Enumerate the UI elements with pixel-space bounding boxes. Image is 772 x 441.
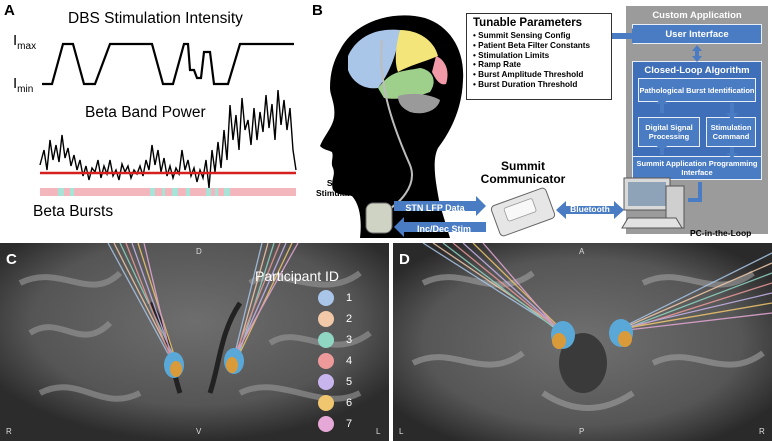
intensity-trace xyxy=(42,42,294,86)
legend-item: 7 xyxy=(318,413,352,434)
legend-item: 2 xyxy=(318,308,352,329)
orient-bottom-d: P xyxy=(579,427,585,436)
params-item: • Burst Duration Threshold xyxy=(473,79,578,89)
api-to-pc-arrow xyxy=(688,182,702,202)
dsp-box: Digital Signal Processing xyxy=(638,117,700,147)
axial-scan-graphic xyxy=(393,243,772,441)
legend-item: 5 xyxy=(318,371,352,392)
stimulator-label: Summit Stimulator xyxy=(315,178,358,198)
pc-graphic xyxy=(621,177,685,229)
lead-trajectories-right xyxy=(233,243,299,358)
stn-lfp-arrow xyxy=(394,196,486,216)
stim-command-box: Stimulation Command xyxy=(706,117,756,147)
communicator-device xyxy=(490,187,556,237)
dsp-to-burst-arrow xyxy=(656,97,668,113)
imin-label: Imin xyxy=(13,75,34,95)
beta-bursts-title: Beta Bursts xyxy=(33,203,114,220)
params-item: • Ramp Rate xyxy=(473,60,521,70)
beta-power-title: Beta Band Power xyxy=(85,104,206,121)
orient-left-c: R xyxy=(6,427,12,436)
imax-label: Imax xyxy=(13,32,37,52)
legend-item: 3 xyxy=(318,329,352,350)
burst-to-stim-arrow xyxy=(726,103,738,120)
lead-wire xyxy=(379,39,413,215)
api-to-dsp-arrow xyxy=(656,141,668,155)
ui-closedloop-arrow xyxy=(692,45,702,62)
stimulator-device xyxy=(365,202,393,234)
params-item: • Burst Amplitude Threshold xyxy=(473,70,584,80)
lead-trajectories-right-d xyxy=(618,252,772,332)
mri-coronal-scan: C Participant ID 1 2 3 4 5 6 7 D R V L xyxy=(0,243,389,441)
head-silhouette-graphic xyxy=(320,15,464,238)
beta-power-trace xyxy=(39,89,297,189)
summit-api-box: Summit Application Programming Interface xyxy=(632,156,762,180)
orient-right-c: L xyxy=(376,427,381,436)
tunable-parameters-box: Tunable Parameters • Summit Sensing Conf… xyxy=(466,13,612,100)
bluetooth-arrow xyxy=(556,201,624,219)
panel-b-arrows xyxy=(394,28,738,237)
params-title: Tunable Parameters xyxy=(473,17,583,29)
brain-blue xyxy=(348,29,400,89)
panel-c-letter: C xyxy=(6,251,17,268)
closed-loop-title: Closed-Loop Algorithm xyxy=(644,65,750,76)
intensity-title: DBS Stimulation Intensity xyxy=(68,10,243,27)
lead-trajectories-left xyxy=(107,243,177,362)
params-to-ui-arrow xyxy=(612,28,640,44)
orient-left-d: L xyxy=(399,427,404,436)
brain-green xyxy=(378,68,434,99)
mri-axial-scan: D A L P R xyxy=(393,243,772,441)
pc-in-loop-label: PC-in-the-Loop xyxy=(690,228,752,238)
communicator-label: Summit Communicator xyxy=(480,159,566,186)
brain-pink xyxy=(432,56,448,85)
stim-to-api-arrow xyxy=(726,147,738,158)
stn-lfp-label: STN LFP Data xyxy=(405,203,465,213)
inc-dec-label: Inc/Dec Stim xyxy=(416,224,472,234)
beta-bursts-bar xyxy=(40,188,296,196)
legend-item: 4 xyxy=(318,350,352,371)
panel-b-letter: B xyxy=(312,2,323,19)
params-item: • Stimulation Limits xyxy=(473,50,550,60)
orient-right-d: R xyxy=(759,427,765,436)
participant-legend: 1 2 3 4 5 6 7 xyxy=(318,287,352,434)
bluetooth-label: Bluetooth xyxy=(570,204,610,214)
legend-item: 1 xyxy=(318,287,352,308)
pathological-burst-box: Pathological Burst Identification xyxy=(638,78,756,102)
inc-dec-arrow xyxy=(394,217,486,237)
lead-trajectories-left-d xyxy=(422,243,564,334)
brain-yellow xyxy=(395,30,438,72)
panel-d-letter: D xyxy=(399,251,410,268)
panel-a-letter: A xyxy=(4,2,15,19)
legend-item: 6 xyxy=(318,392,352,413)
user-interface-box: User Interface xyxy=(632,24,762,44)
custom-application-panel: Custom Application User Interface Closed… xyxy=(626,6,768,234)
orient-bottom-c: V xyxy=(196,427,202,436)
participant-legend-title: Participant ID xyxy=(255,268,340,284)
brain-gray xyxy=(398,93,440,114)
app-title: Custom Application xyxy=(652,10,742,21)
orient-top-c: D xyxy=(196,247,202,256)
panel-a-graphics xyxy=(39,42,297,196)
params-item: • Patient Beta Filter Constants xyxy=(473,40,591,50)
orient-top-d: A xyxy=(579,247,585,256)
params-item: • Summit Sensing Config xyxy=(473,31,571,40)
